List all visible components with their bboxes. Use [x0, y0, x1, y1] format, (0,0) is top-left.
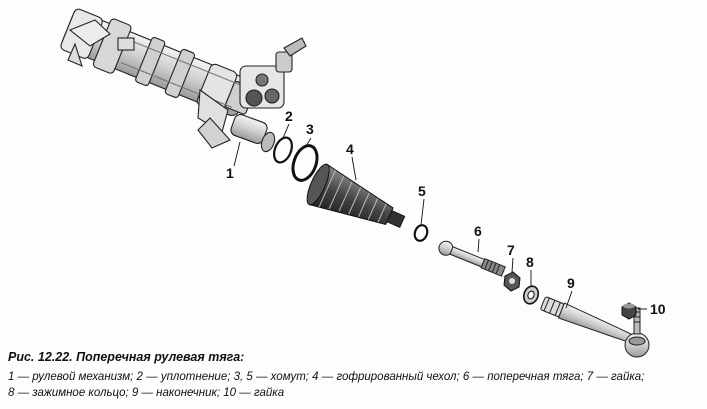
- clamping-ring: [522, 285, 540, 305]
- leader-9: [565, 290, 573, 309]
- nut: [503, 271, 521, 292]
- nut-end: [621, 302, 637, 320]
- callout-2: 2: [285, 108, 293, 124]
- tie-rod-end: [540, 296, 650, 358]
- leader-1: [233, 141, 241, 167]
- bellows-boot: [306, 163, 406, 229]
- figure-caption-title: Рис. 12.22. Поперечная рулевая тяга:: [8, 350, 245, 364]
- clamp-large: [291, 144, 319, 182]
- leader-lines: [233, 123, 647, 310]
- tie-rod: [438, 240, 506, 277]
- leader-6: [477, 238, 480, 253]
- callout-8: 8: [526, 254, 534, 270]
- steering-gear: [60, 8, 307, 153]
- seal: [273, 136, 293, 164]
- leader-2: [282, 123, 290, 139]
- figure-caption-legend-line-1: 1 — рулевой механизм; 2 — уплотнение; 3,…: [8, 371, 645, 383]
- leader-5: [420, 198, 425, 226]
- figure-caption-legend-line-2: 8 — зажимное кольцо; 9 — наконечник; 10 …: [8, 387, 285, 399]
- leader-3: [305, 137, 312, 147]
- callout-6: 6: [474, 223, 482, 239]
- callout-4: 4: [346, 141, 354, 157]
- callout-numbers: 1 2 3 4 5 6 7 8 9 10: [226, 108, 666, 317]
- leader-7: [511, 257, 514, 273]
- leader-4: [351, 156, 357, 181]
- callout-7: 7: [507, 242, 515, 258]
- callout-10: 10: [650, 301, 666, 317]
- callout-1: 1: [226, 165, 234, 181]
- callout-9: 9: [567, 275, 575, 291]
- callout-3: 3: [306, 121, 314, 137]
- callout-5: 5: [418, 183, 426, 199]
- clamp-small: [413, 224, 429, 242]
